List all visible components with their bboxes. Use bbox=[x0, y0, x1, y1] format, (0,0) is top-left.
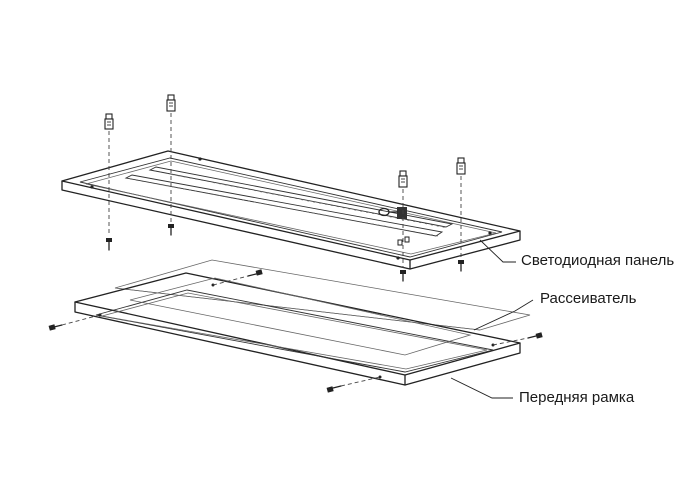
diffuser-drawing bbox=[114, 259, 531, 331]
screw-icon bbox=[400, 270, 406, 282]
label-led-panel: Светодиодная панель bbox=[521, 252, 675, 269]
anchor-icon bbox=[166, 94, 176, 112]
screw-icon bbox=[168, 224, 174, 236]
led-panel-drawing bbox=[61, 150, 521, 270]
connector-icon bbox=[378, 207, 407, 219]
anchor-icon bbox=[398, 170, 408, 188]
screw-icon bbox=[106, 238, 112, 251]
label-diffuser: Рассеиватель bbox=[540, 290, 637, 307]
leader-lines bbox=[450, 239, 534, 399]
mounting-anchors bbox=[104, 94, 466, 282]
led-strips bbox=[124, 166, 454, 237]
side-screws bbox=[48, 269, 543, 393]
anchor-icon bbox=[456, 157, 466, 175]
front-frame-drawing bbox=[74, 272, 521, 386]
anchor-icon bbox=[104, 113, 114, 130]
screw-icon bbox=[458, 260, 464, 272]
label-front-frame: Передняя рамка bbox=[519, 389, 635, 406]
